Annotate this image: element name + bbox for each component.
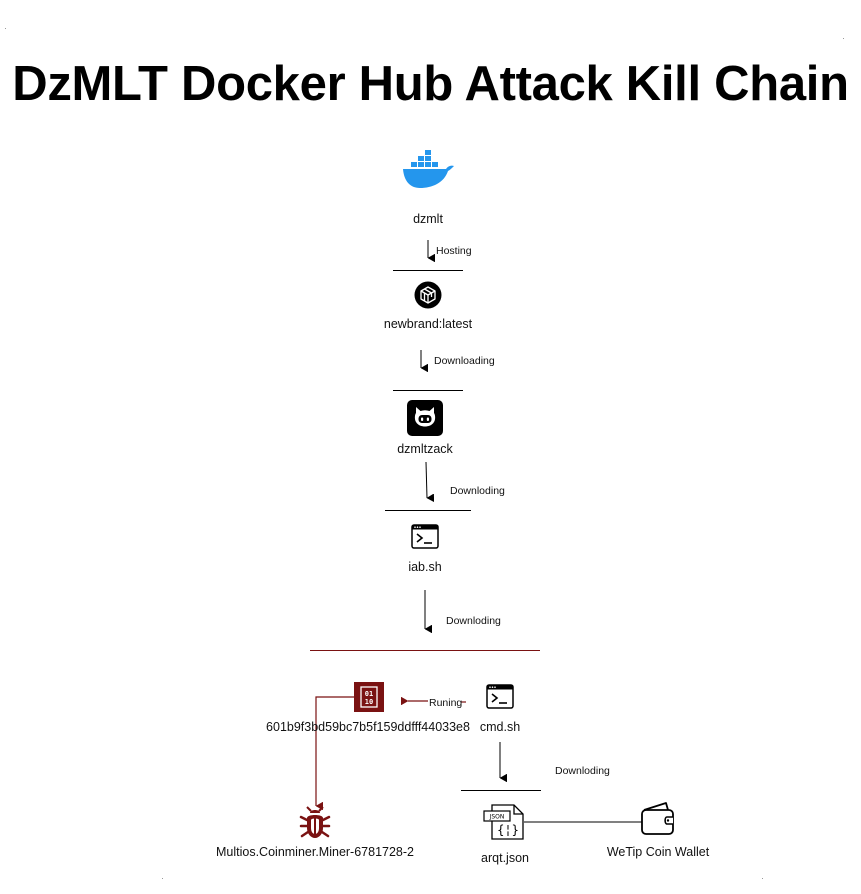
svg-text:{¦}: {¦}	[497, 823, 519, 837]
node-label-wallet: WeTip Coin Wallet	[606, 845, 710, 859]
corner-mark	[762, 878, 763, 879]
node-label-binary-hash: 601b9f3bd59bc7b5f159ddfff44033e8	[266, 720, 470, 734]
corner-mark	[843, 38, 844, 39]
diagram-title: DzMLT Docker Hub Attack Kill Chain	[12, 57, 849, 111]
separator-line	[393, 270, 463, 271]
edge-label-downloading: Downloading	[434, 355, 495, 367]
docker-whale-icon	[402, 150, 454, 190]
terminal-icon	[486, 684, 514, 709]
edge-label-downloding-1: Downloding	[450, 485, 505, 497]
edge-label-downloding-2: Downloding	[446, 615, 501, 627]
svg-text:JSON: JSON	[489, 814, 505, 821]
edge-label-running: Runing	[429, 697, 463, 709]
container-image-icon	[414, 281, 442, 309]
bug-icon	[299, 806, 331, 840]
node-label-config-json: arqt.json	[481, 851, 529, 865]
node-label-github-account: dzmltzack	[397, 442, 453, 456]
corner-mark	[162, 878, 163, 879]
corner-mark	[5, 28, 6, 29]
svg-text:01: 01	[365, 690, 373, 698]
node-label-iab-script: iab.sh	[408, 560, 442, 574]
svg-text:10: 10	[365, 698, 373, 706]
separator-line	[385, 510, 471, 511]
node-label-cmd-script: cmd.sh	[479, 720, 521, 734]
edge-binary-to-malware	[315, 696, 354, 806]
edge-label-hosting: Hosting	[436, 245, 472, 257]
separator-line	[393, 390, 463, 391]
edge-label-downloding-3: Downloding	[555, 765, 610, 777]
node-label-malware: Multios.Coinminer.Miner-6781728-2	[215, 845, 415, 859]
malicious-group-line	[310, 650, 540, 651]
wallet-icon	[640, 800, 676, 838]
edge-downloding-1-arrow	[425, 461, 427, 498]
binary-file-icon: 01 10	[354, 682, 384, 712]
separator-line	[461, 790, 541, 791]
node-label-docker-account: dzmlt	[413, 212, 443, 226]
node-label-image: newbrand:latest	[383, 317, 473, 331]
json-file-icon: JSON {¦}	[483, 804, 525, 840]
github-icon	[407, 400, 443, 436]
terminal-icon	[411, 524, 439, 549]
